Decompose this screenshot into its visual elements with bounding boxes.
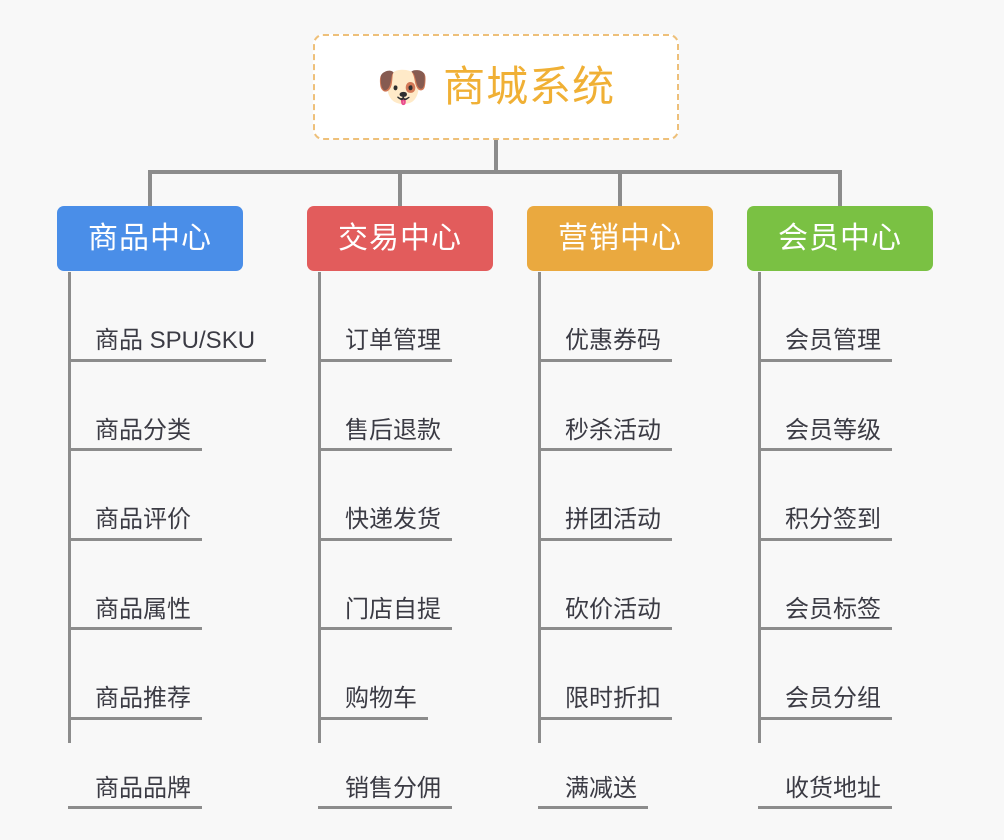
branch-header-product-center[interactable]: 商品中心 bbox=[57, 206, 243, 271]
list-item[interactable]: 销售分佣 bbox=[318, 720, 452, 809]
list-item[interactable]: 商品 SPU/SKU bbox=[68, 272, 267, 362]
leaf-label: 商品 SPU/SKU bbox=[68, 327, 267, 362]
list-item[interactable]: 砍价活动 bbox=[538, 541, 672, 630]
list-item[interactable]: 会员分组 bbox=[758, 630, 892, 720]
leaf-label: 满减送 bbox=[538, 775, 648, 809]
leaf-label: 砍价活动 bbox=[538, 596, 672, 630]
leaf-label: 拼团活动 bbox=[538, 506, 672, 541]
branch-header-marketing-center[interactable]: 营销中心 bbox=[527, 206, 713, 271]
list-item[interactable]: 订单管理 bbox=[318, 272, 452, 362]
leaf-label: 商品推荐 bbox=[68, 685, 202, 720]
leaf-label: 商品品牌 bbox=[68, 775, 202, 809]
connector-drop-member-center bbox=[838, 170, 842, 208]
list-item[interactable]: 秒杀活动 bbox=[538, 362, 672, 451]
list-item[interactable]: 商品评价 bbox=[68, 451, 266, 541]
list-item[interactable]: 积分签到 bbox=[758, 451, 892, 541]
leaf-label: 购物车 bbox=[318, 685, 428, 720]
branch-spine bbox=[538, 272, 541, 743]
leaf-label: 商品属性 bbox=[68, 596, 202, 630]
list-item[interactable]: 商品品牌 bbox=[68, 720, 266, 809]
leaf-label: 收货地址 bbox=[758, 775, 892, 809]
root-node-title: 商城系统 bbox=[443, 63, 616, 110]
list-item[interactable]: 商品属性 bbox=[68, 541, 266, 630]
list-item[interactable]: 收货地址 bbox=[758, 720, 892, 809]
leaf-list-trade-center: 订单管理 售后退款 快递发货 门店自提 购物车 销售分佣 bbox=[318, 272, 452, 809]
leaf-label: 门店自提 bbox=[318, 596, 452, 630]
leaf-label: 快递发货 bbox=[318, 506, 452, 541]
list-item[interactable]: 拼团活动 bbox=[538, 451, 672, 541]
list-item[interactable]: 会员等级 bbox=[758, 362, 892, 451]
leaf-label: 订单管理 bbox=[318, 327, 452, 362]
leaf-label: 会员管理 bbox=[758, 327, 892, 362]
list-item[interactable]: 商品分类 bbox=[68, 362, 266, 451]
branch-header-label: 会员中心 bbox=[778, 221, 902, 255]
leaf-list-product-center: 商品 SPU/SKU 商品分类 商品评价 商品属性 商品推荐 商品品牌 bbox=[68, 272, 267, 809]
root-node[interactable]: 🐶 商城系统 bbox=[313, 34, 679, 140]
branch-header-label: 营销中心 bbox=[558, 221, 682, 255]
connector-drop-marketing-center bbox=[618, 170, 622, 208]
branch-spine bbox=[758, 272, 761, 743]
leaf-label: 销售分佣 bbox=[318, 775, 452, 809]
connector-drop-product-center bbox=[148, 170, 152, 208]
leaf-label: 优惠券码 bbox=[538, 327, 672, 362]
connector-drop-trade-center bbox=[398, 170, 402, 208]
connector-bus bbox=[148, 170, 842, 174]
branch-spine bbox=[68, 272, 71, 743]
branch-spine bbox=[318, 272, 321, 743]
branch-header-member-center[interactable]: 会员中心 bbox=[747, 206, 933, 271]
list-item[interactable]: 限时折扣 bbox=[538, 630, 672, 720]
branch-header-trade-center[interactable]: 交易中心 bbox=[307, 206, 493, 271]
leaf-label: 限时折扣 bbox=[538, 685, 672, 720]
leaf-list-marketing-center: 优惠券码 秒杀活动 拼团活动 砍价活动 限时折扣 满减送 bbox=[538, 272, 672, 809]
branch-header-label: 交易中心 bbox=[338, 221, 462, 255]
leaf-label: 会员分组 bbox=[758, 685, 892, 720]
leaf-label: 商品分类 bbox=[68, 417, 202, 451]
list-item[interactable]: 会员标签 bbox=[758, 541, 892, 630]
list-item[interactable]: 商品推荐 bbox=[68, 630, 266, 720]
leaf-label: 售后退款 bbox=[318, 417, 452, 451]
dog-face-icon: 🐶 bbox=[376, 63, 430, 110]
list-item[interactable]: 优惠券码 bbox=[538, 272, 672, 362]
leaf-list-member-center: 会员管理 会员等级 积分签到 会员标签 会员分组 收货地址 bbox=[758, 272, 892, 809]
leaf-label: 会员等级 bbox=[758, 417, 892, 451]
leaf-label: 秒杀活动 bbox=[538, 417, 672, 451]
connector-root-stub bbox=[494, 140, 498, 172]
list-item[interactable]: 售后退款 bbox=[318, 362, 452, 451]
list-item[interactable]: 门店自提 bbox=[318, 541, 452, 630]
list-item[interactable]: 快递发货 bbox=[318, 451, 452, 541]
list-item[interactable]: 会员管理 bbox=[758, 272, 892, 362]
leaf-label: 会员标签 bbox=[758, 596, 892, 630]
leaf-label: 商品评价 bbox=[68, 506, 202, 541]
leaf-label: 积分签到 bbox=[758, 506, 892, 541]
list-item[interactable]: 购物车 bbox=[318, 630, 452, 720]
branch-header-label: 商品中心 bbox=[88, 221, 212, 255]
list-item[interactable]: 满减送 bbox=[538, 720, 672, 809]
